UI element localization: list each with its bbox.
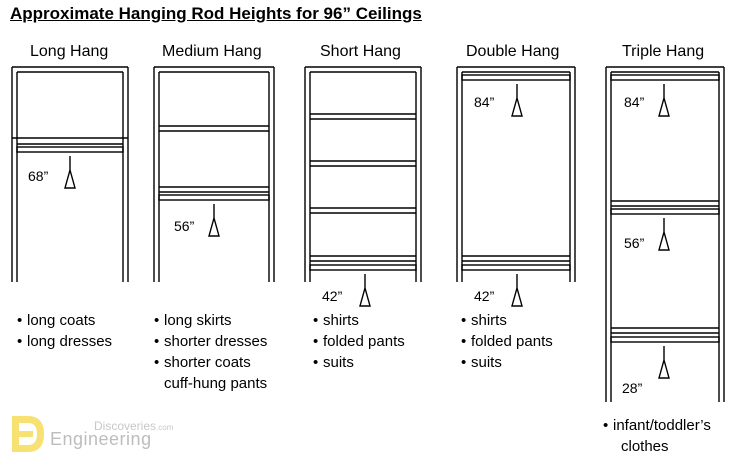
list-item: suits xyxy=(313,352,405,373)
triple-hang-top-marker xyxy=(658,84,670,117)
watermark-suffix-text: .com xyxy=(156,423,174,432)
list-item: cuff-hung pants xyxy=(164,375,268,392)
double-hang-closet xyxy=(456,66,576,307)
medium-hang-height-label: 56” xyxy=(174,218,195,234)
list-item: long skirts xyxy=(154,310,267,331)
double-hang-lower-marker xyxy=(511,274,523,307)
long-hang-marker xyxy=(64,156,76,189)
list-item: shirts xyxy=(461,310,553,331)
triple-hang-bottom-height-label: 28” xyxy=(622,380,643,396)
list-item: shirts xyxy=(313,310,405,331)
column-title-short-hang: Short Hang xyxy=(320,43,401,60)
medium-hang-rod xyxy=(158,194,270,201)
column-title-triple-hang: Triple Hang xyxy=(622,43,705,60)
short-hang-closet xyxy=(304,66,422,307)
watermark-discoveries-text: Discoveries xyxy=(94,419,157,433)
page-title: Approximate Hanging Rod Heights for 96” … xyxy=(10,4,422,23)
list-item: folded pants xyxy=(461,331,553,352)
double-hang-upper-rod xyxy=(461,74,571,81)
column-title-double-hang: Double Hang xyxy=(466,43,560,60)
list-item: clothes xyxy=(621,438,669,455)
list-item: long dresses xyxy=(17,331,112,352)
double-hang-lower-rod xyxy=(461,264,571,271)
list-item: infant/toddler’s xyxy=(603,415,711,436)
triple-hang-middle-marker xyxy=(658,218,670,251)
triple-hang-bottom-rod xyxy=(610,336,720,343)
short-hang-list: shirts folded pants suits xyxy=(313,310,405,373)
column-title-long-hang: Long Hang xyxy=(30,43,109,60)
long-hang-closet xyxy=(11,66,129,282)
double-hang-list: shirts folded pants suits xyxy=(461,310,553,373)
long-hang-list: long coats long dresses xyxy=(17,310,112,352)
list-item: suits xyxy=(461,352,553,373)
watermark-line2: Engineering xyxy=(50,429,152,449)
medium-hang-list: long skirts shorter dresses shorter coat… xyxy=(154,310,267,394)
short-hang-height-label: 42” xyxy=(322,288,343,304)
list-item: shorter coats xyxy=(154,352,267,373)
medium-hang-marker xyxy=(208,204,220,237)
list-item: folded pants xyxy=(313,331,405,352)
triple-hang-closet xyxy=(605,66,725,402)
double-hang-upper-height-label: 84” xyxy=(474,94,495,110)
long-hang-height-label: 68” xyxy=(28,168,49,184)
medium-hang-closet xyxy=(153,66,275,282)
triple-hang-middle-rod xyxy=(610,208,720,215)
double-hang-lower-height-label: 42” xyxy=(474,288,495,304)
short-hang-rod xyxy=(309,264,417,271)
short-hang-marker xyxy=(359,274,371,307)
list-item: shorter dresses xyxy=(154,331,267,352)
double-hang-upper-marker xyxy=(511,84,523,117)
triple-hang-middle-height-label: 56” xyxy=(624,235,645,251)
column-title-medium-hang: Medium Hang xyxy=(162,43,262,60)
triple-hang-bottom-marker xyxy=(658,346,670,379)
long-hang-rod xyxy=(16,146,124,153)
list-item: long coats xyxy=(17,310,112,331)
triple-hang-top-height-label: 84” xyxy=(624,94,645,110)
engineering-discoveries-logo-icon xyxy=(12,416,44,452)
triple-hang-list: infant/toddler’s clothes xyxy=(603,415,711,457)
triple-hang-top-rod xyxy=(610,74,720,81)
watermark-line1: Discoveries.com xyxy=(94,419,173,433)
